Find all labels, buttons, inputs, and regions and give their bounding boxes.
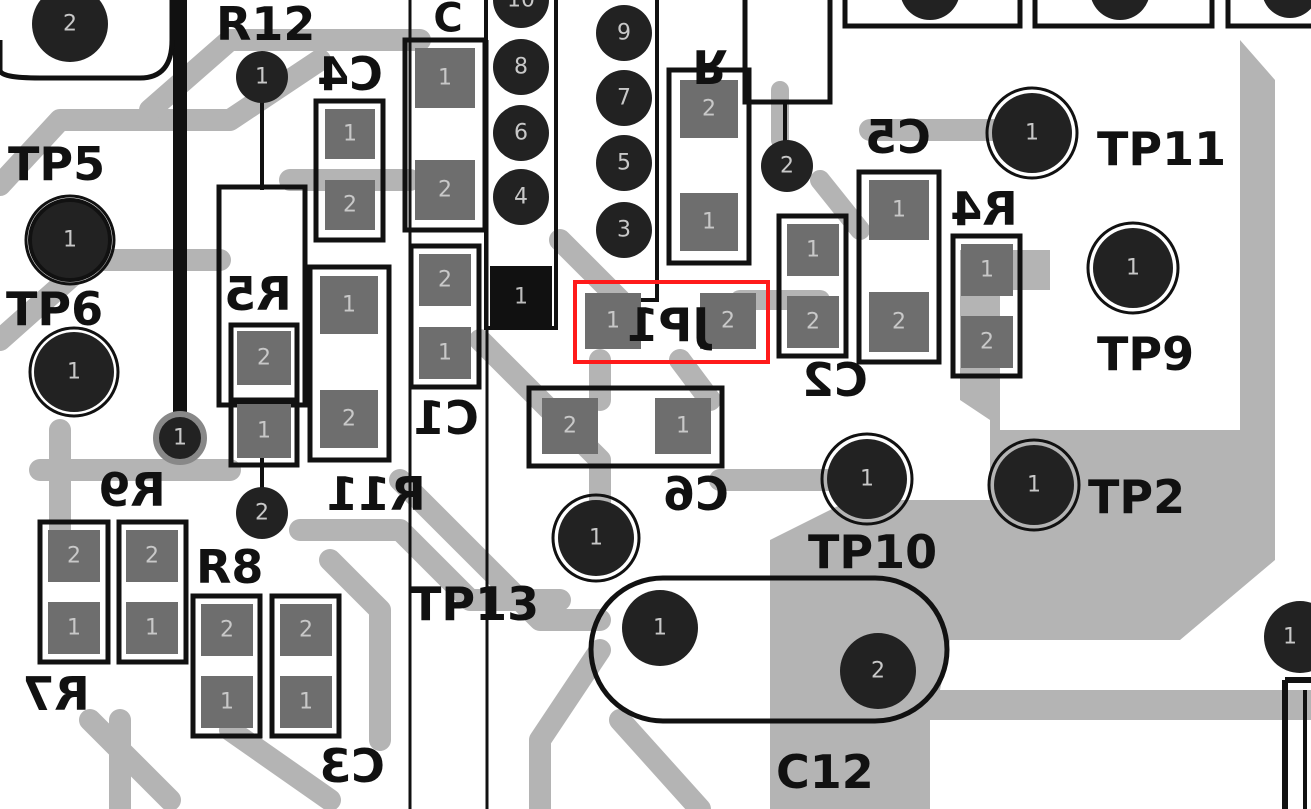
pad-label: 2 (806, 310, 820, 335)
pad-label: 2 (343, 193, 357, 218)
label-tp6: TP6 (6, 282, 103, 336)
label-c2: C2 (802, 353, 868, 407)
pin-label: 1 (514, 285, 528, 310)
via-label: 1 (173, 426, 187, 451)
top-partial-components: 2 (0, 0, 1311, 105)
tp-pin-label: 1 (1027, 473, 1041, 498)
label-r7: R7 (22, 667, 89, 721)
pin-label: 4 (514, 185, 528, 210)
label-r5: R5 (224, 267, 291, 321)
pad-label: 1 (806, 238, 820, 263)
via-label: 1 (255, 65, 269, 90)
pad-label: 2 (342, 407, 356, 432)
pad-label: 2 (871, 659, 885, 684)
label-tp2: TP2 (1088, 470, 1185, 524)
label-c-top: C (433, 0, 462, 38)
pad-label: 1 (676, 414, 690, 439)
label-c1: C1 (413, 391, 479, 445)
pad-label: 1 (343, 122, 357, 147)
vias: 1 2 1 2 (153, 51, 813, 539)
label-c3: C3 (319, 739, 385, 793)
pad-label: 1 (702, 210, 716, 235)
pad-label: 1 (606, 309, 620, 334)
label-tp5: TP5 (8, 137, 105, 191)
trace-lines (0, 29, 1311, 809)
label-r12: R12 (216, 0, 315, 51)
label-tp13: TP13 (410, 577, 539, 631)
label-r11: R11 (326, 467, 425, 521)
pad-label: 1 (299, 690, 313, 715)
smd-components: 1 2 1 2 2 1 1 2 2 1 1 2 (37, 37, 1023, 739)
tp-pin-label: 1 (1283, 625, 1297, 650)
pad-label: 1 (67, 616, 81, 641)
pad-label: 2 (702, 97, 716, 122)
label-c5: C5 (865, 110, 931, 164)
label-r4: R4 (950, 182, 1017, 236)
label-tp9: TP9 (1097, 327, 1194, 381)
label-tp11: TP11 (1097, 122, 1226, 176)
pad-label: 1 (342, 293, 356, 318)
label-c6: C6 (663, 467, 729, 521)
tp-pin-label: 1 (67, 360, 81, 385)
tp-pin-label: 1 (860, 467, 874, 492)
pad-label: 2 (67, 544, 81, 569)
via-label: 2 (255, 501, 269, 526)
pad-label: 1 (892, 198, 906, 223)
c12-component: 1 2 (588, 575, 950, 724)
pin-label: 5 (617, 151, 631, 176)
label-c4: C4 (317, 47, 383, 101)
label-r8: R8 (196, 540, 263, 594)
via-label: 2 (780, 154, 794, 179)
pin-label: 9 (617, 21, 631, 46)
pad-label: 1 (257, 419, 271, 444)
label-r-top: R (692, 39, 727, 93)
pin-label: 3 (617, 218, 631, 243)
tp-pin-label: 1 (1126, 256, 1140, 281)
pin-label: 6 (514, 121, 528, 146)
label-r9: R9 (98, 463, 165, 517)
jp1-selection-highlight[interactable] (573, 280, 770, 364)
pin-label: 10 (507, 0, 535, 13)
pad-label: 2 (438, 178, 452, 203)
pad-label: 1 (438, 341, 452, 366)
pad-label: 2 (892, 310, 906, 335)
pin-header-connector: 1 10 8 6 4 9 7 5 3 (484, 0, 652, 330)
pad-label: 1 (438, 66, 452, 91)
pad-label: 2 (220, 618, 234, 643)
pin-label: 7 (617, 86, 631, 111)
pad-label: 1 (145, 616, 159, 641)
pad-label: 2 (257, 346, 271, 371)
label-jp1: JP1 (627, 298, 713, 352)
pad-label: 1 (653, 616, 667, 641)
pad-label: 2 (980, 330, 994, 355)
label-tp10: TP10 (808, 525, 937, 579)
test-points: 1 1 1 1 1 1 1 1 (24, 86, 1311, 673)
pad-label: 2 (145, 544, 159, 569)
tp-pin-label: 1 (589, 526, 603, 551)
tp-pin-label: 1 (1025, 121, 1039, 146)
pad-label: 2 (438, 268, 452, 293)
pad-label: 2 (563, 414, 577, 439)
silkscreen-labels: R12 TP5 TP6 TP13 TP11 TP9 TP2 TP10 C12 R… (6, 0, 1226, 799)
label-c12: C12 (776, 745, 874, 799)
pad-label: 2 (299, 618, 313, 643)
pad-label: 2 (721, 309, 735, 334)
pad-label: 1 (220, 690, 234, 715)
pin-label: 8 (514, 55, 528, 80)
via-label: 2 (63, 12, 77, 37)
pad-label: 1 (980, 258, 994, 283)
tp-pin-label: 1 (63, 228, 77, 253)
